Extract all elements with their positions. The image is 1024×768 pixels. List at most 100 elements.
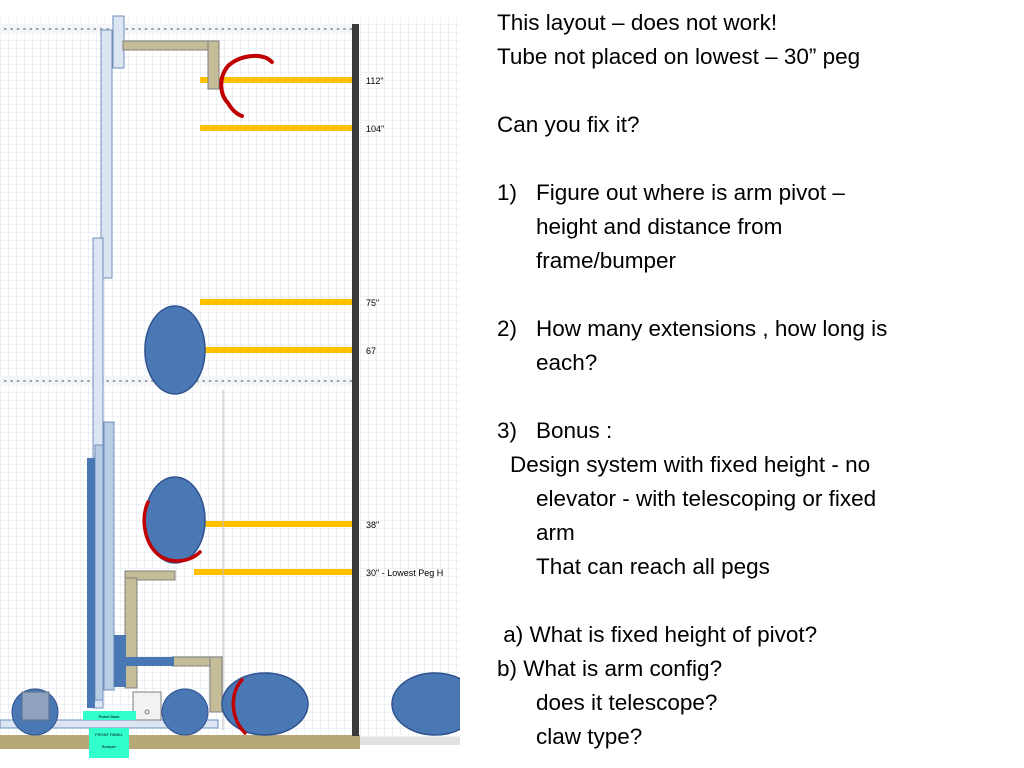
ruler-tick: [144, 380, 148, 382]
claw-annotation-middle: [142, 500, 202, 563]
front-panel-box: [89, 728, 129, 758]
ruler-tick: [266, 28, 269, 30]
item-1-line-3: frame/bumper: [536, 248, 677, 273]
bonus-line-4: That can reach all pegs: [536, 554, 770, 579]
ruler-tick: [311, 380, 314, 382]
ruler-tick: [272, 28, 276, 30]
heading-line-2: Tube not placed on lowest – 30” peg: [497, 44, 861, 69]
lower-arm-top: [124, 570, 176, 581]
ruler-tick: [16, 28, 20, 30]
peg-bar-5: [194, 569, 358, 575]
elevator-stage-1: [100, 29, 113, 279]
ruler-tick: [23, 28, 26, 30]
ruler-tick: [125, 380, 129, 382]
ruler-tick: [176, 28, 180, 30]
ruler-tick: [61, 28, 65, 30]
ruler-tick: [202, 380, 205, 382]
ruler-tick: [221, 28, 225, 30]
ruler-tick: [4, 380, 7, 382]
ruler-tick: [240, 28, 244, 30]
ruler-tick: [164, 28, 167, 30]
ruler-tick: [144, 28, 148, 30]
ruler-tick: [292, 380, 295, 382]
ruler-tick: [279, 380, 282, 382]
ruler-tick: [151, 28, 154, 30]
elevator-stage-4: [94, 444, 104, 701]
bonus-line-1: Design system with fixed height - no: [510, 452, 871, 477]
item-2-line-2: each?: [536, 350, 598, 375]
peg-bar-3: [200, 347, 358, 353]
ruler-tick: [10, 28, 13, 30]
ruler-tick: [324, 380, 327, 382]
ruler-tick: [208, 380, 212, 382]
peg-bar-2: [200, 299, 358, 305]
top-arm-vertical: [207, 40, 220, 90]
ruler-tick: [157, 28, 161, 30]
ruler-tick: [304, 28, 308, 30]
ruler-tick: [112, 380, 116, 382]
ruler-tick: [68, 28, 71, 30]
ruler-tick: [343, 28, 346, 30]
ruler-tick: [189, 28, 193, 30]
ruler-tick: [80, 380, 84, 382]
wheel-left-box: [21, 691, 50, 721]
ruler-tick: [125, 28, 129, 30]
ruler-tick: [42, 28, 45, 30]
ruler-tick: [221, 380, 225, 382]
peg-label-0: 112": [366, 76, 384, 86]
ruler-tick: [234, 380, 237, 382]
ruler-tick: [36, 380, 39, 382]
ruler-tick: [260, 380, 263, 382]
tube-piece-3: [221, 672, 309, 736]
ruler-tick: [349, 28, 353, 30]
ruler-tick: [106, 380, 109, 382]
front-panel-label: FRONT PANEL: [95, 732, 123, 737]
peg-pole: [352, 24, 359, 736]
ruler-tick: [247, 380, 250, 382]
ruler-tick: [36, 28, 39, 30]
tube-piece-4: [391, 672, 460, 736]
peg-label-2: 75": [366, 298, 379, 308]
ruler-tick: [272, 380, 276, 382]
item-1-number: 1): [497, 180, 518, 205]
ruler-tick: [170, 28, 173, 30]
ruler-tick: [298, 28, 301, 30]
ruler-tick: [48, 28, 52, 30]
ruler-tick: [87, 28, 90, 30]
top-arm-horizontal: [122, 40, 219, 51]
peg-bar-1: [200, 125, 358, 131]
ruler-tick: [266, 380, 269, 382]
ruler-tick: [343, 380, 346, 382]
ruler-tick: [336, 380, 340, 382]
robot-base-label-box: [83, 711, 136, 720]
item-2-line-1: 2)How many extensions , how long is: [497, 312, 1017, 346]
instructions-text: This layout – does not work! Tube not pl…: [497, 6, 1017, 754]
sub-a-line: a) What is fixed height of pivot?: [497, 622, 818, 647]
peg-label-4: 38": [366, 520, 379, 530]
ruler-tick: [106, 28, 109, 30]
ruler-tick: [317, 28, 321, 30]
bonus-line-3: arm: [536, 520, 575, 545]
ruler-tick: [74, 28, 77, 30]
sub-b-line-2: does it telescope?: [536, 690, 718, 715]
bonus-line-2: elevator - with telescoping or fixed: [536, 486, 877, 511]
item-3-line-1: 3)Bonus :: [497, 414, 1017, 448]
ruler-tick: [16, 380, 20, 382]
ruler-tick: [87, 380, 90, 382]
ruler-tick: [317, 380, 321, 382]
item-2-text: How many extensions , how long is: [536, 316, 888, 341]
sub-b-line-3: claw type?: [536, 724, 643, 749]
ruler-tick: [138, 28, 141, 30]
ruler-tick: [29, 28, 33, 30]
ruler-tick: [330, 28, 333, 30]
peg-label-3: 67: [366, 346, 376, 356]
ruler-tick: [68, 380, 71, 382]
ruler-tick: [285, 28, 289, 30]
ruler-tick: [292, 28, 295, 30]
ruler-tick: [183, 28, 186, 30]
ruler-tick: [4, 28, 7, 30]
claw-annotation-lower: [231, 678, 247, 735]
ruler-tick: [42, 380, 45, 382]
